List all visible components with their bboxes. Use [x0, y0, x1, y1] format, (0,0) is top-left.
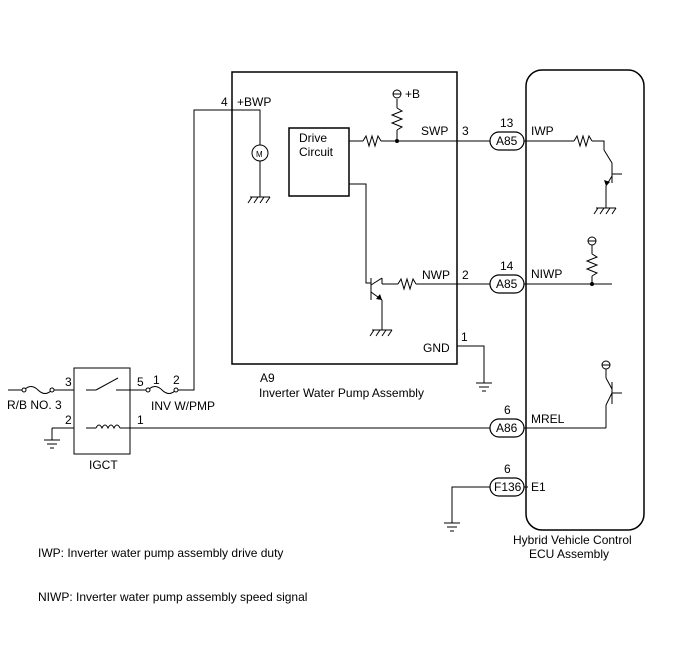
pin-4-label: 4: [221, 95, 228, 109]
niwp-label: NIWP: [531, 267, 562, 281]
relay-pin-3-label: 3: [65, 375, 72, 389]
drive-circuit-label-1: Drive: [299, 131, 327, 145]
e1-label: E1: [531, 480, 546, 494]
rb-no3-label: R/B NO. 3: [7, 398, 62, 412]
a85-14-pin-label: 14: [500, 259, 514, 273]
connector-a85-14: [489, 274, 525, 294]
a9-label: A9: [260, 371, 275, 385]
inverter-pump-assembly-box: [231, 71, 458, 365]
pin-3-label: 3: [462, 124, 469, 138]
gnd-label: GND: [423, 341, 450, 355]
plus-b-label: +B: [405, 87, 420, 101]
pin-2-nwp-label: 2: [462, 268, 469, 282]
rb-no3-fuse: [23, 386, 53, 394]
a85-14-label: A85: [496, 277, 518, 291]
motor-label: M: [256, 150, 263, 159]
ground-symbols: [44, 193, 617, 532]
plus-bwp-label: +BWP: [237, 95, 271, 109]
a85-13-pin-label: 13: [500, 116, 514, 130]
relay-pin-1-label: 1: [137, 413, 144, 427]
drive-circuit-box: [288, 127, 350, 197]
motor-icon: [251, 144, 269, 162]
fuse-pin-2-label: 2: [173, 373, 180, 387]
igct-label: IGCT: [89, 458, 118, 472]
connector-a85-13: [489, 131, 525, 151]
nwp-label: NWP: [422, 268, 450, 282]
a85-13-label: A85: [496, 134, 518, 148]
a86-6-label: A86: [496, 421, 518, 435]
wires: [8, 99, 622, 523]
pin-1-gnd-label: 1: [461, 330, 468, 344]
swp-label: SWP: [421, 124, 448, 138]
legend-niwp: NIWP: Inverter water pump assembly speed…: [38, 590, 308, 604]
f136-6-label: F136: [494, 480, 522, 494]
inv-wpmp-label: INV W/PMP: [151, 399, 215, 413]
legend-iwp: IWP: Inverter water pump assembly drive …: [38, 546, 284, 560]
drive-circuit-label-2: Circuit: [299, 145, 334, 159]
bwp-wire: [174, 109, 261, 391]
connector-f136-6: [489, 477, 525, 497]
inverter-pump-assembly-label: Inverter Water Pump Assembly: [259, 386, 424, 400]
a86-6-pin-label: 6: [504, 403, 511, 417]
ecu-label-1: Hybrid Vehicle Control: [513, 533, 632, 547]
iwp-label: IWP: [531, 124, 554, 138]
f136-6-pin-label: 6: [504, 462, 511, 476]
inv-wpmp-fuse: [147, 386, 177, 394]
relay-pin-2-label: 2: [65, 413, 72, 427]
relay-pin-5-label: 5: [137, 375, 144, 389]
ecu-assembly-box: [525, 69, 645, 531]
mrel-label: MREL: [531, 412, 565, 426]
connector-a86-6: [489, 418, 525, 438]
fuse-pin-1-label: 1: [153, 373, 160, 387]
ecu-label-2: ECU Assembly: [529, 547, 609, 561]
